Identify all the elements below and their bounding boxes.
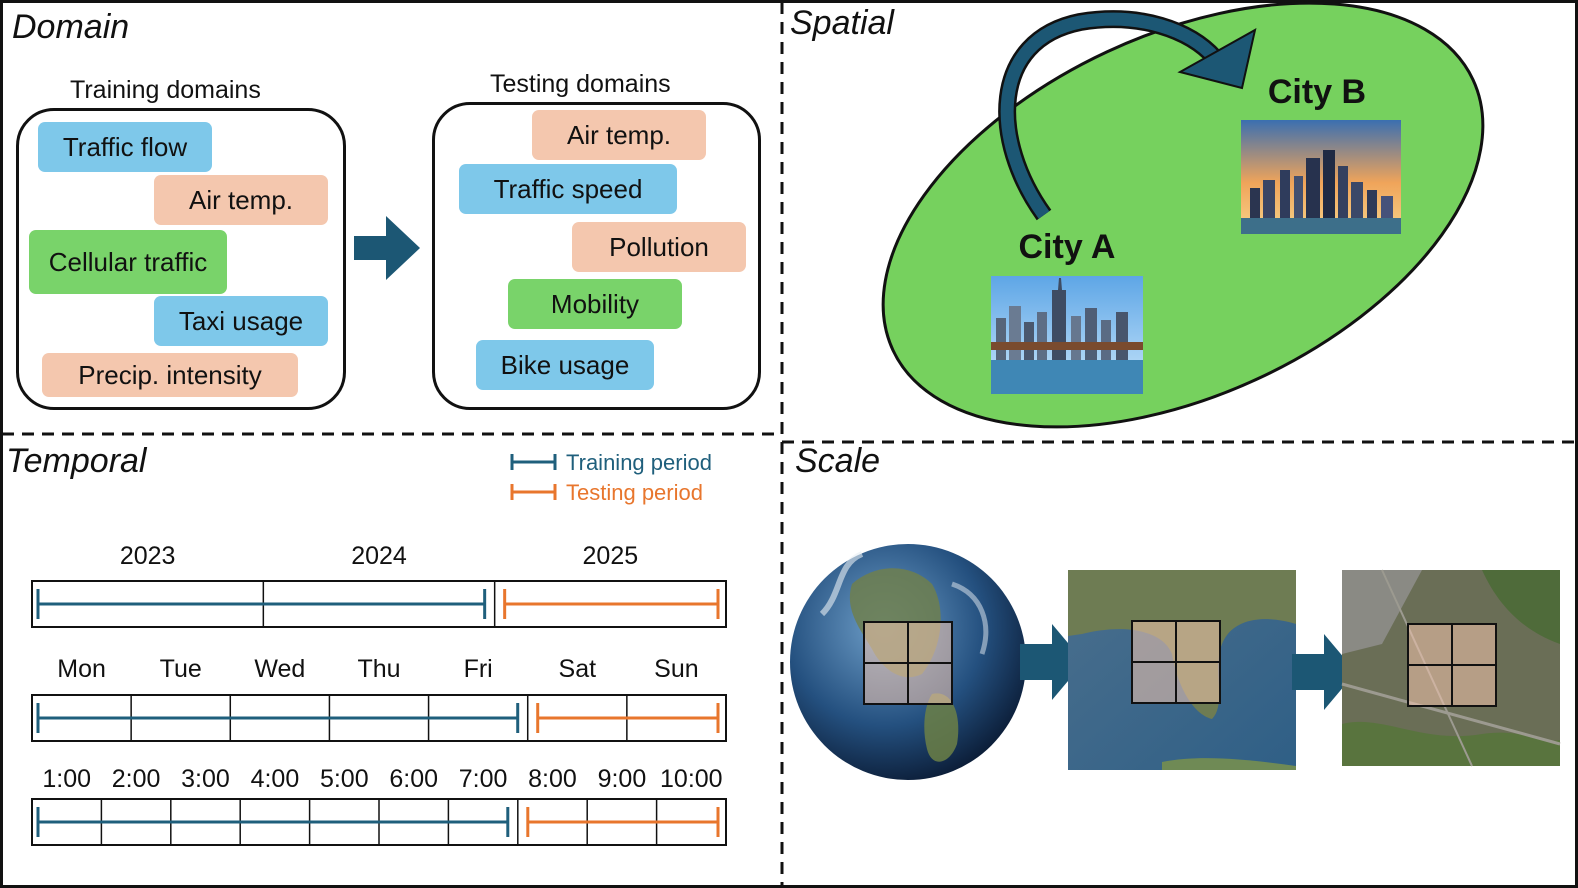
spatial-diagram: City A City B (881, 1, 1485, 429)
days-label: Sun (654, 655, 698, 683)
legend-testing: Testing period (510, 480, 703, 505)
scale-diagram (790, 544, 1561, 780)
days-label: Wed (254, 655, 305, 683)
city-a-label: City A (1019, 228, 1116, 266)
domain-panel-title: Domain (12, 8, 130, 46)
years-label: 2025 (583, 542, 639, 570)
spatial-panel-title: Spatial (790, 4, 894, 42)
days-label: Tue (160, 655, 202, 683)
hours-label: 4:00 (251, 765, 300, 793)
testing-domains-header: Testing domains (490, 70, 671, 98)
years-label: 2024 (351, 542, 407, 570)
hours-label: 1:00 (42, 765, 91, 793)
days-label: Thu (357, 655, 400, 683)
domain-transfer-arrow (354, 216, 420, 280)
temporal-panel-title: Temporal (6, 442, 147, 480)
days-label: Fri (464, 655, 493, 683)
days-timeline-box (31, 694, 727, 742)
scale-arrow-2 (1292, 634, 1356, 710)
training-domain-traffic-flow: Traffic flow (38, 122, 212, 172)
testing-domain-pollution: Pollution (572, 222, 746, 272)
city-b-image (1241, 120, 1401, 234)
region-ellipse (881, 1, 1485, 429)
temporal-diagram: Training period Testing period 2023 2024 2… (31, 450, 727, 846)
legend-training-label: Training period (566, 450, 712, 475)
transfer-arrow-head (1177, 28, 1257, 90)
training-domain-taxi-usage: Taxi usage (154, 296, 328, 346)
hours-label: 8:00 (528, 765, 577, 793)
region-grid (1131, 620, 1221, 704)
hours-label: 7:00 (459, 765, 508, 793)
days-label: Sat (559, 655, 597, 683)
hours-label: 2:00 (112, 765, 161, 793)
testing-domain-air-temp: Air temp. (532, 110, 706, 160)
training-domains-header: Training domains (70, 76, 261, 104)
city-a-image (991, 276, 1143, 394)
city-grid (1407, 623, 1497, 707)
transfer-arrow-shaft (1000, 12, 1220, 219)
globe-grid (863, 621, 953, 705)
hours-label: 6:00 (389, 765, 438, 793)
hours-label: 3:00 (181, 765, 230, 793)
years-timeline-box (31, 580, 727, 628)
training-domain-precip-intensity: Precip. intensity (42, 353, 298, 397)
legend-testing-label: Testing period (566, 480, 703, 505)
legend-training: Training period (510, 450, 712, 475)
hours-label: 5:00 (320, 765, 369, 793)
city-b-label: City B (1268, 73, 1366, 111)
training-domain-cellular-traffic: Cellular traffic (29, 230, 227, 294)
scale-panel-title: Scale (795, 442, 881, 480)
years-label: 2023 (120, 542, 176, 570)
testing-domain-bike-usage: Bike usage (476, 340, 654, 390)
days-label: Mon (57, 655, 106, 683)
hours-label: 9:00 (598, 765, 647, 793)
testing-domain-traffic-speed: Traffic speed (459, 164, 677, 214)
training-domain-air-temp: Air temp. (154, 175, 328, 225)
hours-label: 10:00 (660, 765, 723, 793)
testing-domain-mobility: Mobility (508, 279, 682, 329)
